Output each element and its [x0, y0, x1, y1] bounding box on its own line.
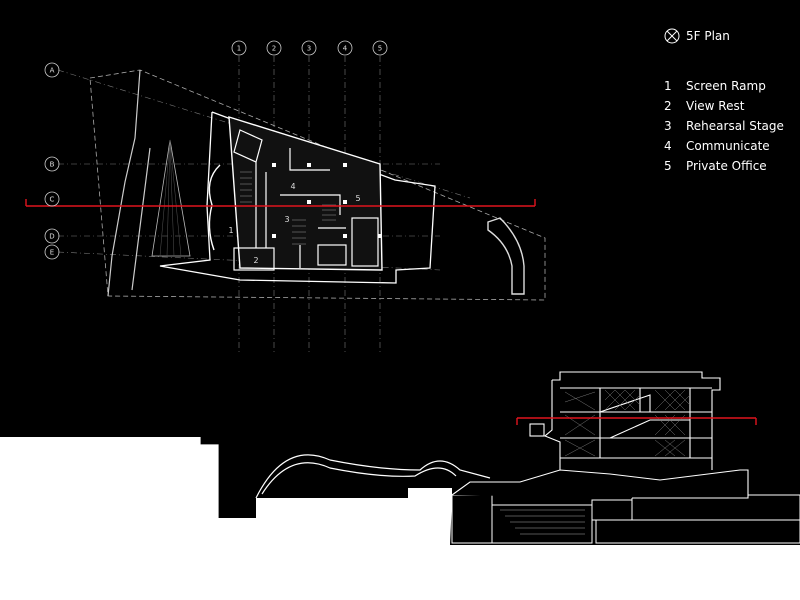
grid-row-label: E [50, 249, 54, 257]
facade-pattern [564, 389, 691, 457]
triangle-hatch [159, 139, 182, 257]
grid-col-label: 1 [237, 45, 241, 53]
legend-number: 4 [664, 139, 672, 153]
triangle-void [151, 139, 191, 257]
grid-row-label: A [50, 67, 55, 75]
legend-label: View Rest [686, 99, 745, 113]
plan-title: 5F Plan [686, 29, 730, 43]
grid-labels: 1 2 3 4 5 A B C D E [49, 45, 382, 257]
grid-col-label: 5 [378, 45, 382, 53]
grid-row-bubbles [44, 62, 60, 260]
legend-label: Private Office [686, 159, 767, 173]
legend-item: 1 Screen Ramp [664, 76, 794, 96]
compass-icon [664, 28, 680, 44]
room-label-4: 4 [290, 182, 295, 191]
stair-hatch [240, 171, 336, 245]
section-cut-line [516, 417, 757, 425]
grid-col-label: 4 [343, 45, 348, 53]
interior-walls [233, 129, 379, 271]
roof-edge [107, 69, 151, 297]
legend-number: 3 [664, 119, 672, 133]
room-label-1: 1 [228, 226, 233, 235]
legend-number: 1 [664, 79, 672, 93]
legend-title: 5F Plan [664, 28, 794, 44]
section-cut-line-plan [25, 199, 536, 207]
legend-item: 4 Communicate [664, 136, 794, 156]
ramp-curve [487, 217, 525, 295]
room-label-5: 5 [355, 194, 360, 203]
legend: 5F Plan 1 Screen Ramp 2 View Rest 3 Rehe… [664, 28, 794, 176]
structural-columns [272, 163, 382, 238]
grid-col-label: 3 [307, 45, 311, 53]
grid-column-bubbles [231, 40, 388, 56]
legend-item: 3 Rehearsal Stage [664, 116, 794, 136]
grid-col-label: 2 [272, 45, 276, 53]
section-cut-walls [199, 437, 491, 518]
legend-item: 2 View Rest [664, 96, 794, 116]
room-label-2: 2 [253, 256, 258, 265]
legend-label: Communicate [686, 139, 770, 153]
site-outline [89, 69, 546, 301]
legend-item: 5 Private Office [664, 156, 794, 176]
room-labels: 1 2 3 4 5 [228, 182, 360, 265]
foundation [451, 494, 800, 544]
building-core [228, 116, 383, 271]
podium [451, 469, 749, 499]
floor-plan [25, 40, 546, 352]
legend-number: 2 [664, 99, 672, 113]
legend-number: 5 [664, 159, 672, 173]
ground-mass [0, 437, 800, 600]
section-view [0, 371, 800, 600]
legend-label: Rehearsal Stage [686, 119, 784, 133]
curved-wall [208, 164, 221, 251]
seating-steps [500, 509, 585, 535]
outer-wall [159, 111, 436, 284]
room-label-3: 3 [284, 215, 289, 224]
grid-row-label: D [49, 233, 54, 241]
grid-row-label: B [50, 161, 55, 169]
grid-row-label: C [50, 196, 55, 204]
legend-label: Screen Ramp [686, 79, 766, 93]
building-tower [529, 371, 721, 470]
